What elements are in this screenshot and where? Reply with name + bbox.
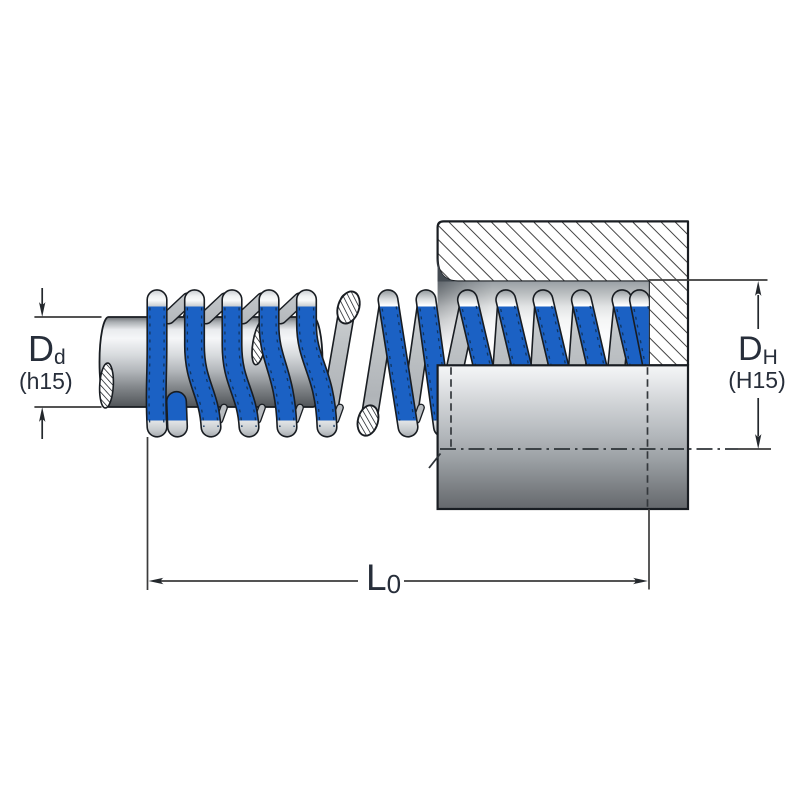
svg-text:(h15): (h15) [19, 368, 73, 394]
svg-text:(H15): (H15) [728, 367, 786, 393]
svg-text:DH: DH [738, 330, 778, 369]
